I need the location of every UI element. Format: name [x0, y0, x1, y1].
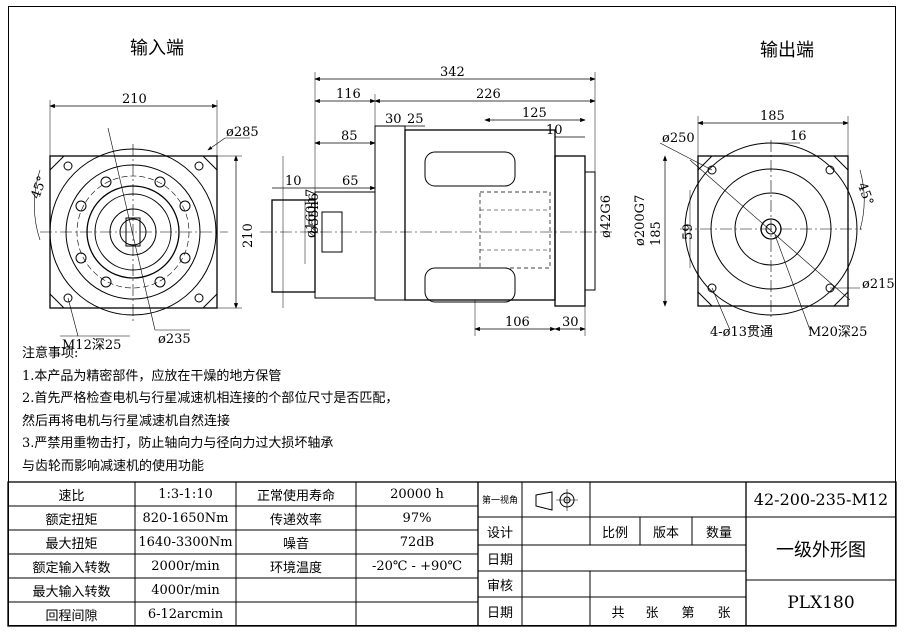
spec-value: 20000 h [390, 486, 444, 502]
spec-value: 1:3-1:10 [158, 486, 213, 502]
review-label: 审核 [486, 578, 513, 594]
spec-label: 正常使用寿命 [256, 488, 335, 504]
total-label: 共 [611, 606, 625, 621]
dim-side-h7: ø160h7 [304, 189, 319, 238]
output-end-view [659, 116, 865, 331]
dim-side-30a: 30 [385, 112, 402, 127]
design-label: 设计 [486, 525, 513, 541]
dim-side-200g7: ø200G7 [633, 195, 648, 246]
dim-output-width: 185 [760, 109, 785, 124]
dim-side-226: 226 [476, 87, 501, 102]
note-line: 与齿轮而影响减速机的使用功能 [22, 458, 205, 474]
version-label: 版本 [652, 525, 679, 541]
scale-label: 比例 [601, 525, 628, 541]
dim-input-tap: M12深25 [62, 338, 121, 353]
dim-input-width: 210 [122, 92, 147, 107]
note-line: 然后再将电机与行星减速机自然连接 [22, 413, 231, 429]
dim-output-dia215: ø215 [862, 277, 895, 292]
quantity-label: 数量 [705, 525, 732, 541]
dim-side-106: 106 [505, 315, 530, 330]
spec-value: 820-1650Nm [142, 510, 229, 526]
dim-input-angle: 45° [29, 174, 51, 201]
spec-label: 回程间隙 [45, 608, 98, 624]
output-end-label: 输出端 [760, 40, 814, 61]
dim-side-overall: 342 [440, 65, 465, 80]
dim-output-59: 59 [681, 223, 696, 240]
sheets-label: 张 [645, 606, 659, 621]
page-label: 第 [681, 606, 695, 621]
dim-output-16: 16 [790, 129, 807, 144]
spec-label: 最大输入转数 [32, 584, 111, 600]
spec-value: 4000r/min [151, 582, 220, 598]
spec-label: 速比 [58, 488, 85, 504]
spec-label: 噪音 [282, 536, 309, 552]
dim-input-dia235: ø235 [158, 332, 191, 347]
dim-side-116: 116 [336, 87, 361, 102]
spec-label: 最大扭矩 [45, 536, 98, 552]
dim-input-dia285: ø285 [226, 125, 259, 140]
title-block-grid [7, 481, 897, 627]
model-name: PLX180 [787, 593, 855, 613]
date-label: 日期 [486, 606, 513, 621]
dim-side-85: 85 [341, 129, 358, 144]
dim-output-tap: M20深25 [808, 325, 867, 340]
note-line: 3.严禁用重物击打，防止轴向力与径向力过大损坏轴承 [22, 436, 334, 451]
notes-block: 注意事项: 1.本产品为精密部件，应放在干燥的地方保管 2.首先严格检查电机与行… [22, 343, 398, 478]
spec-value: 97% [402, 510, 432, 526]
date-label: 日期 [486, 552, 513, 568]
spec-value: -20℃ - +90℃ [371, 558, 463, 574]
dim-side-30b: 30 [562, 315, 579, 330]
spec-value: 72dB [399, 534, 435, 550]
input-end-view [34, 100, 250, 337]
dim-side-10a: 10 [546, 123, 563, 138]
sheets-label: 张 [717, 606, 731, 621]
dim-input-height: 210 [241, 223, 256, 248]
spec-label: 传递效率 [269, 512, 322, 528]
dim-output-height: 185 [649, 221, 664, 246]
dim-output-dia250: ø250 [662, 131, 695, 146]
spec-value: 6-12arcmin [147, 606, 224, 622]
spec-label: 环境温度 [269, 560, 322, 576]
spec-value: 1640-3300Nm [138, 534, 233, 550]
dim-side-125: 125 [522, 106, 547, 121]
model-code: 42-200-235-M12 [753, 490, 889, 509]
dim-output-angle: 45° [854, 181, 876, 208]
dim-output-holes: 4-ø13贯通 [710, 325, 773, 340]
note-line: 1.本产品为精密部件，应放在干燥的地方保管 [22, 368, 282, 384]
dim-side-65: 65 [342, 174, 359, 189]
note-line: 注意事项: [22, 346, 79, 361]
spec-label: 额定扭矩 [45, 512, 98, 528]
dimension-labels: 输入端 输出端 210 210 ø285 45° M12深25 ø235 342… [29, 38, 895, 353]
dim-side-25: 25 [407, 112, 424, 127]
projection-label: 第一视角 [481, 496, 518, 506]
side-section-view [260, 72, 612, 336]
dim-side-h6: ø55h6 [307, 193, 322, 234]
spec-label: 额定输入转数 [32, 560, 111, 576]
drawing-name: 一级外形图 [776, 539, 866, 561]
input-end-label: 输入端 [130, 38, 184, 59]
dim-side-42g6: ø42G6 [599, 195, 614, 238]
note-line: 2.首先严格检查电机与行星减速机相连接的个部位尺寸是否匹配， [22, 391, 399, 406]
dim-side-10b: 10 [285, 174, 302, 189]
spec-value: 2000r/min [151, 558, 220, 574]
